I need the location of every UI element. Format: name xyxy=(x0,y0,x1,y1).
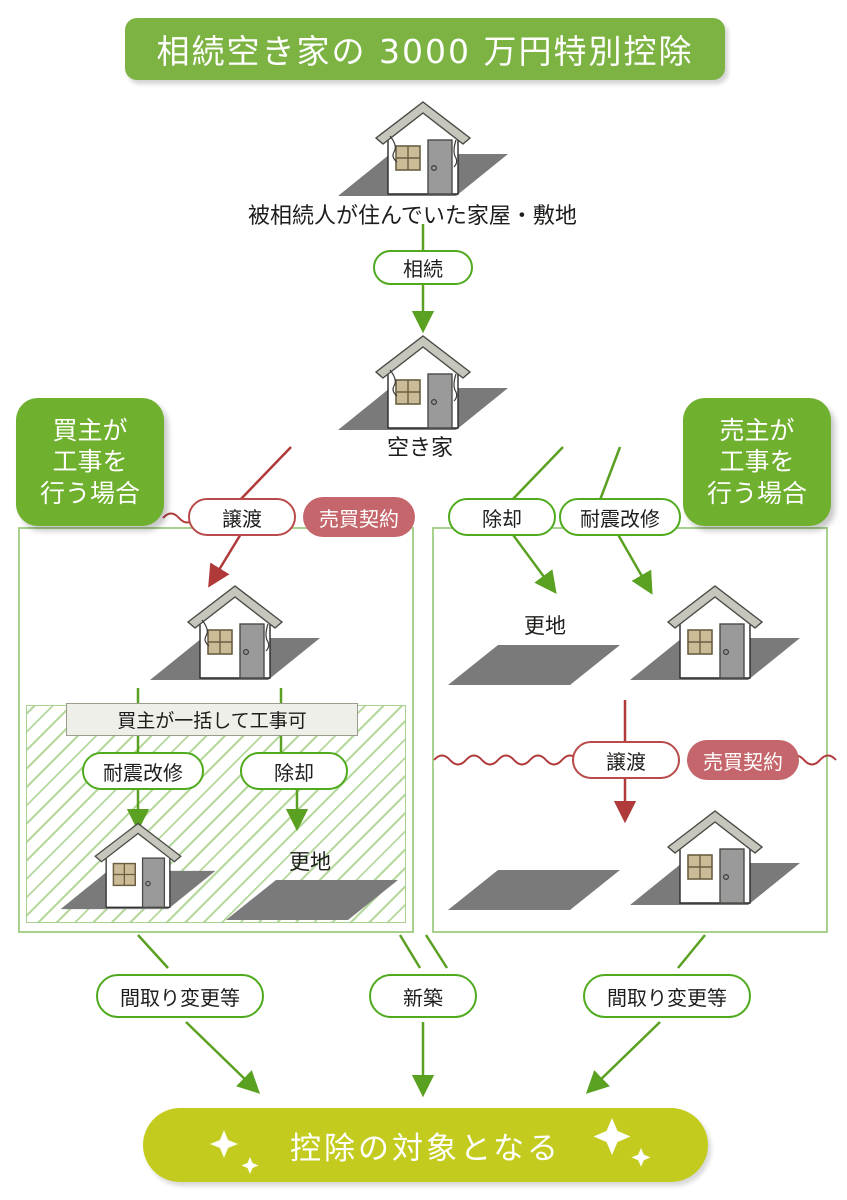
label-bulk-construction-allowed: 買主が一括して工事可 xyxy=(66,703,358,736)
vacant-land-plot-left xyxy=(226,880,398,920)
result-badge: 控除の対象となる xyxy=(143,1108,708,1182)
capsule-outcome-left: 間取り変更等 xyxy=(96,974,264,1018)
vacant-house-label: 空き家 xyxy=(387,436,454,461)
capsule-transfer-left: 譲渡 xyxy=(188,498,296,536)
house-illustration-right-retrofitted xyxy=(630,585,800,680)
vacant-land-plot-right xyxy=(448,645,620,685)
house-illustration-right-bottom xyxy=(630,810,800,905)
pill-sale-contract-right: 売買契約 xyxy=(687,740,799,780)
house-illustration-retrofitted xyxy=(60,822,216,910)
label-vacant-land-left: 更地 xyxy=(289,850,331,874)
capsule-transfer-right: 譲渡 xyxy=(572,741,680,779)
result-label: 控除の対象となる xyxy=(289,1130,562,1167)
badge-seller-line3: 行う場合 xyxy=(706,478,807,508)
badge-seller-construction: 売主が 工事を 行う場合 xyxy=(683,398,831,526)
vacant-land-plot-right-bottom xyxy=(448,870,620,910)
badge-buyer-line3: 行う場合 xyxy=(39,478,140,508)
capsule-inheritance: 相続 xyxy=(373,250,473,285)
pill-sale-contract-left: 売買契約 xyxy=(303,497,415,537)
capsule-demolition-left: 除却 xyxy=(240,752,348,790)
capsule-outcome-center: 新築 xyxy=(369,974,477,1018)
badge-seller-line1: 売主が xyxy=(719,416,795,446)
origin-house-label: 被相続人が住んでいた家屋・敷地 xyxy=(248,204,577,229)
capsule-seismic-retrofit-left: 耐震改修 xyxy=(82,752,204,790)
badge-buyer-line1: 買主が xyxy=(52,416,128,446)
label-vacant-land-right: 更地 xyxy=(524,614,566,638)
page-title: 相続空き家の 3000 万円特別控除 xyxy=(125,18,725,80)
house-illustration-left-transferred xyxy=(150,585,320,680)
capsule-seismic-retrofit-right: 耐震改修 xyxy=(559,498,681,536)
badge-buyer-line2: 工事を xyxy=(52,447,128,477)
house-illustration-origin xyxy=(338,101,508,196)
badge-buyer-construction: 買主が 工事を 行う場合 xyxy=(16,398,164,526)
capsule-demolition-right: 除却 xyxy=(448,498,556,536)
house-illustration-vacant xyxy=(338,335,508,430)
capsule-outcome-right: 間取り変更等 xyxy=(583,974,751,1018)
badge-seller-line2: 工事を xyxy=(719,447,795,477)
